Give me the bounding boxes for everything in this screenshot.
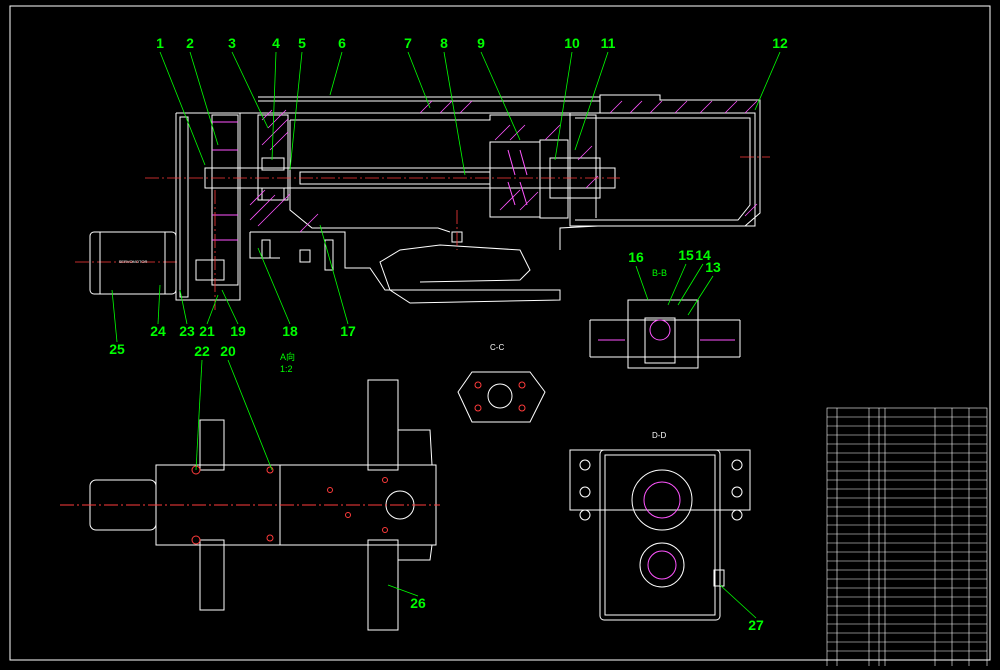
leader-line-18 <box>257 247 291 325</box>
part-label-19: 19 <box>230 323 246 339</box>
part-label-4: 4 <box>272 35 280 51</box>
part-label-15: 15 <box>678 247 694 263</box>
leader-line-27 <box>719 584 757 619</box>
part-label-11: 11 <box>601 35 616 51</box>
leader-line-14 <box>677 263 704 306</box>
servo-motor: SERVOMOTOR <box>89 231 177 295</box>
leader-line-22 <box>195 359 203 471</box>
part-label-8: 8 <box>440 35 448 51</box>
leader-line-7 <box>407 51 431 109</box>
leader-line-13 <box>687 275 714 316</box>
motor-label: SERVOMOTOR <box>119 259 148 264</box>
part-label-26: 26 <box>410 595 426 611</box>
part-label-22: 22 <box>194 343 210 359</box>
part-label-2: 2 <box>186 35 194 51</box>
part-label-7: 7 <box>404 35 412 51</box>
part-label-25: 25 <box>109 341 125 357</box>
leader-line-26 <box>387 584 419 597</box>
main-section-view <box>175 94 761 304</box>
leader-line-12 <box>754 51 781 111</box>
leader-line-11 <box>574 51 609 151</box>
section-hatching <box>249 100 758 233</box>
leader-line-9 <box>480 51 521 141</box>
part-label-1: 1 <box>156 35 164 51</box>
leader-lines <box>111 51 781 619</box>
part-label-12: 12 <box>772 35 788 51</box>
part-label-16: 16 <box>628 249 644 265</box>
part-label-10: 10 <box>564 35 580 51</box>
leader-line-15 <box>667 263 687 306</box>
section-c-title: C-C <box>490 343 504 352</box>
a-view-plan <box>60 379 440 631</box>
part-label-5: 5 <box>298 35 306 51</box>
leader-line-1 <box>159 51 206 166</box>
section-d-title: D-D <box>652 431 666 440</box>
leader-line-25 <box>111 289 118 343</box>
leader-line-10 <box>554 51 573 161</box>
part-label-27: 27 <box>748 617 764 633</box>
leader-line-17 <box>319 224 349 325</box>
part-label-18: 18 <box>282 323 298 339</box>
section-c-view <box>457 371 546 423</box>
leader-line-24 <box>157 284 161 325</box>
leader-line-21 <box>206 294 219 325</box>
leader-line-4 <box>271 51 277 161</box>
part-label-13: 13 <box>705 259 721 275</box>
center-lines <box>75 156 770 310</box>
section-d-view <box>569 449 751 621</box>
table-frame <box>826 407 988 670</box>
part-label-3: 3 <box>228 35 236 51</box>
sheet-frame <box>9 5 991 661</box>
a-view-title: A向 <box>280 351 295 362</box>
part-label-21: 21 <box>199 323 215 339</box>
section-b-view <box>589 299 741 369</box>
part-label-14: 14 <box>695 247 711 263</box>
section-b-title: B-B <box>652 268 667 278</box>
left-gear-teeth <box>212 121 528 241</box>
part-label-20: 20 <box>220 343 236 359</box>
part-label-24: 24 <box>150 323 166 339</box>
leader-line-8 <box>443 51 466 176</box>
leader-line-20 <box>227 359 273 471</box>
parts-list-table <box>826 407 988 670</box>
part-label-9: 9 <box>477 35 485 51</box>
a-view-scale: 1:2 <box>280 364 293 374</box>
leader-line-5 <box>289 51 303 171</box>
leader-line-19 <box>221 289 239 325</box>
leader-line-23 <box>179 289 188 325</box>
leader-line-16 <box>635 265 649 301</box>
leader-line-6 <box>329 51 343 96</box>
part-label-23: 23 <box>179 323 195 339</box>
part-label-17: 17 <box>340 323 356 339</box>
part-label-6: 6 <box>338 35 346 51</box>
leader-line-2 <box>189 51 219 146</box>
leader-line-3 <box>231 51 269 129</box>
